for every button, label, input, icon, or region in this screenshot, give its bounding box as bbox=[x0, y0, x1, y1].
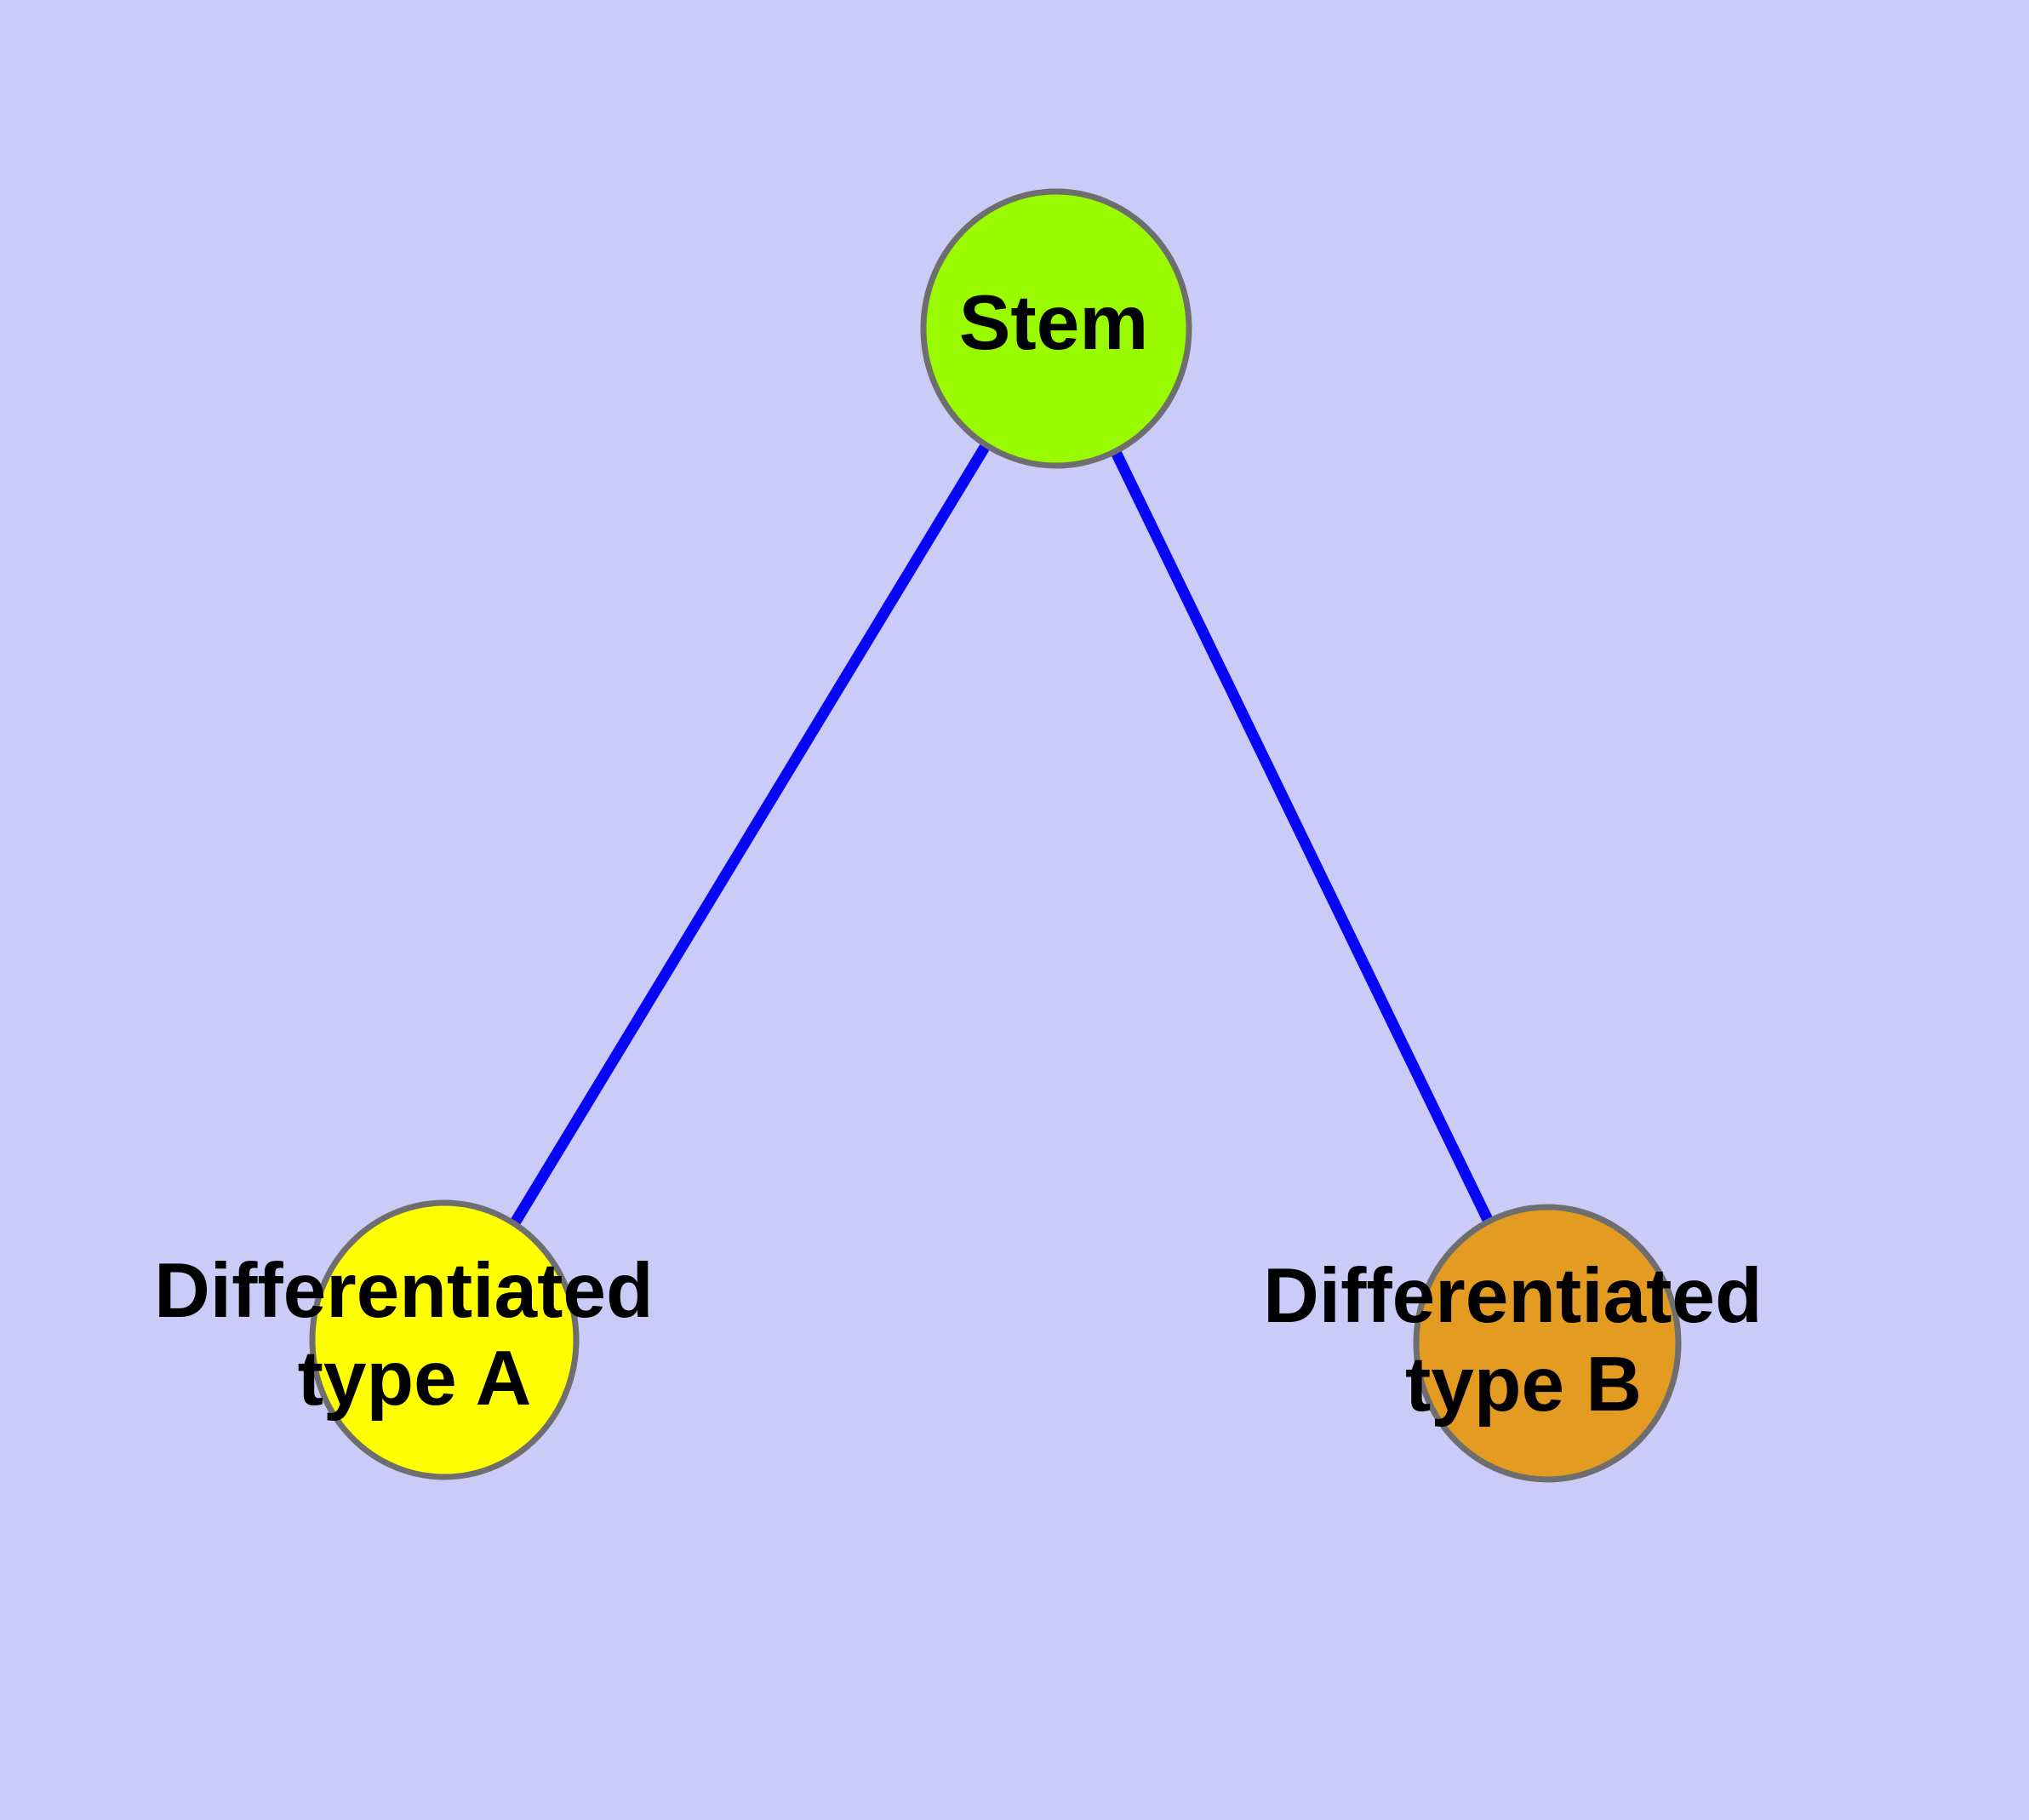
node-differentiated-type-a bbox=[309, 1199, 580, 1480]
node-differentiated-type-a-label-line1: Differentiated bbox=[154, 1248, 654, 1334]
node-differentiated-type-b-label-line1: Differentiated bbox=[1263, 1253, 1763, 1339]
node-differentiated-type-b-label-line2: type B bbox=[1405, 1342, 1642, 1428]
edge-stem-to-type-b bbox=[1110, 448, 1494, 1224]
node-stem bbox=[920, 188, 1192, 469]
node-differentiated-type-b-label: Differentiated type B bbox=[1263, 1253, 1784, 1428]
node-differentiated-type-a-label-line2: type A bbox=[298, 1336, 532, 1422]
node-differentiated-type-b bbox=[1413, 1204, 1682, 1483]
node-stem-label-line1: Stem bbox=[959, 280, 1149, 366]
edge-stem-to-type-a bbox=[509, 441, 992, 1228]
node-stem-label: Stem bbox=[959, 280, 1149, 366]
node-differentiated-type-a-label: Differentiated type A bbox=[154, 1248, 675, 1422]
